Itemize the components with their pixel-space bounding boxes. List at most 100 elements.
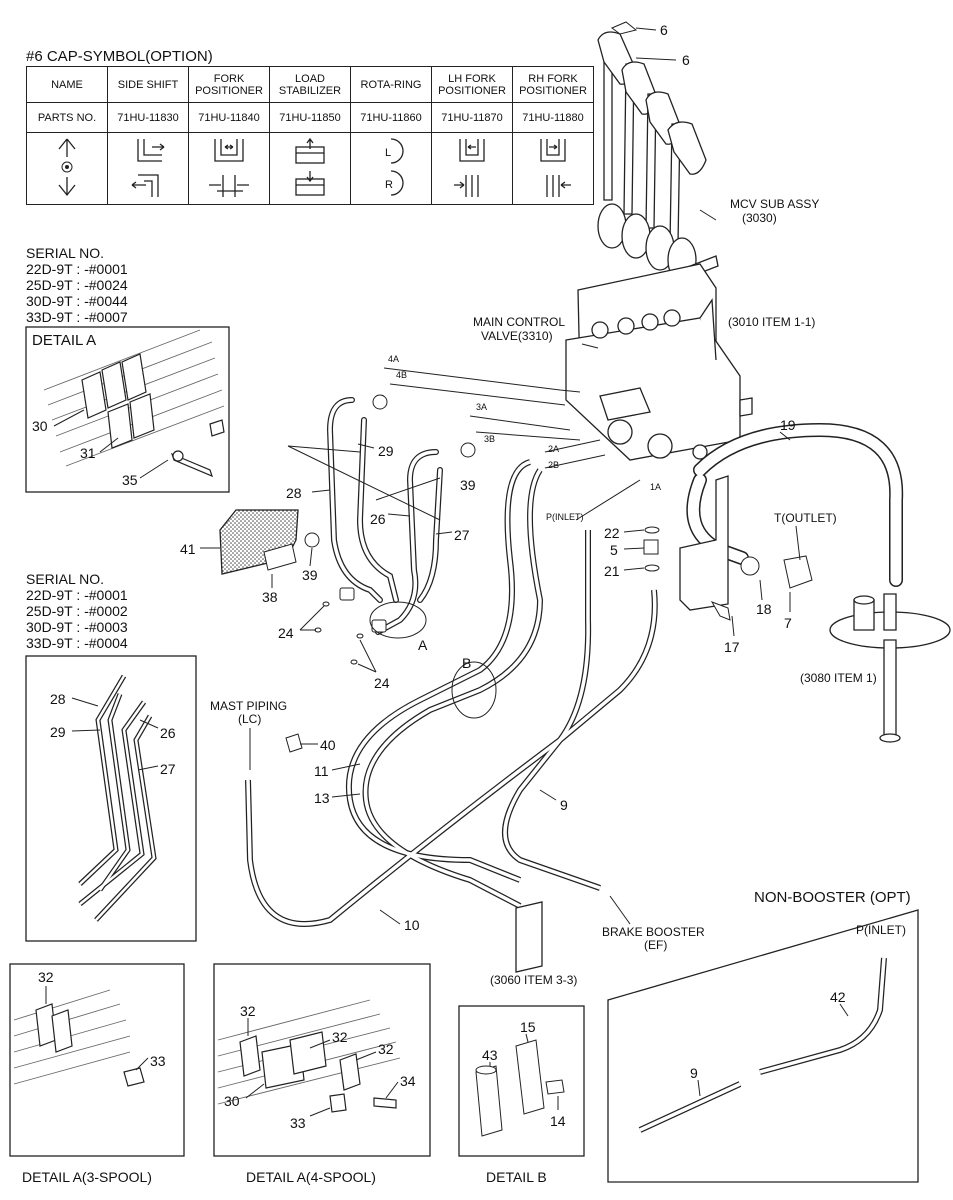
callout-41: 41 <box>180 541 196 557</box>
cap-header-name: NAME <box>26 66 108 103</box>
item-3010-label: (3010 ITEM 1-1) <box>728 315 815 329</box>
detail-a-title: DETAIL A <box>32 332 96 349</box>
callout-26-serial2: 26 <box>160 725 176 741</box>
callout-28-serial2: 28 <box>50 691 66 707</box>
serial-line: 22D-9T : -#0001 <box>26 261 128 277</box>
serial-line: 25D-9T : -#0002 <box>26 603 128 619</box>
mast-piping-label: MAST PIPING <box>210 699 287 713</box>
hose-clamp-18 <box>740 556 760 576</box>
serial-line: 25D-9T : -#0024 <box>26 277 128 293</box>
callout-18: 18 <box>756 601 772 617</box>
cap-part-number: 71HU-11870 <box>431 102 513 133</box>
callout-40: 40 <box>320 737 336 753</box>
mcv-sub-assy-ref: (3030) <box>742 211 777 225</box>
rota-ring-icon: LR <box>385 138 404 196</box>
cap-header-side-shift: SIDE SHIFT <box>107 66 189 103</box>
callout-32-3spool: 32 <box>38 969 54 985</box>
tank-cap-assembly <box>829 593 951 743</box>
callout-32-4spool-a: 32 <box>240 1003 256 1019</box>
detail-a-pipes <box>43 329 225 467</box>
callout-27: 27 <box>454 527 470 543</box>
cap-part-number: 71HU-11850 <box>269 102 351 133</box>
port-2a: 2A <box>548 444 559 454</box>
letter-b: B <box>462 655 471 671</box>
non-booster-title: NON-BOOSTER (OPT) <box>754 889 911 906</box>
detail-b-title: DETAIL B <box>486 1169 547 1185</box>
serial-line: 30D-9T : -#0044 <box>26 293 128 309</box>
cap-part-number: 71HU-11830 <box>107 102 189 133</box>
callout-35: 35 <box>122 472 138 488</box>
bolt-38 <box>263 543 297 571</box>
hydraulic-hoses <box>245 459 658 927</box>
callout-21: 21 <box>604 563 620 579</box>
serial-line: 33D-9T : -#0004 <box>26 635 128 651</box>
callout-33-4spool: 33 <box>290 1115 306 1131</box>
main-control-valve <box>565 263 753 461</box>
o-ring-21-icon <box>644 564 660 572</box>
port-4a: 4A <box>388 354 399 364</box>
cap-header-rota-ring: ROTA-RING <box>350 66 432 103</box>
detail-a-ring-marker <box>369 601 427 639</box>
port-leader-lines <box>383 367 606 469</box>
callout-6-top: 6 <box>660 22 668 38</box>
o-ring-39-icon <box>460 442 476 458</box>
detail-a-3spool-box <box>9 963 185 1157</box>
serial-line: 22D-9T : -#0001 <box>26 587 128 603</box>
port-3b: 3B <box>484 434 495 444</box>
detail-a-4spool-box <box>213 963 431 1157</box>
port-3a: 3A <box>476 402 487 412</box>
callout-30: 30 <box>32 418 48 434</box>
callout-33-3spool: 33 <box>150 1053 166 1069</box>
cap-symbol-cell <box>512 132 594 205</box>
sleeve-43 <box>475 1065 503 1137</box>
callout-13: 13 <box>314 790 330 806</box>
port-2b: 2B <box>548 460 559 470</box>
detail-b-box <box>458 1005 585 1157</box>
callout-32-4spool-b: 32 <box>332 1029 348 1045</box>
o-ring-39-left-icon <box>304 532 320 548</box>
callout-17: 17 <box>724 639 740 655</box>
detail-a-clamps <box>81 353 225 478</box>
cap-symbol-cell <box>26 132 108 205</box>
non-booster-hoses <box>638 957 887 1133</box>
lh-fork-positioner-icon <box>454 139 485 197</box>
detail-a-4spool-clamps <box>239 1031 397 1113</box>
non-booster-box <box>607 909 919 1183</box>
callout-26: 26 <box>370 511 386 527</box>
callout-29: 29 <box>378 443 394 459</box>
mcv-sub-assy-label: MCV SUB ASSY <box>730 197 819 211</box>
p-inlet-label: P(INLET) <box>546 512 584 522</box>
callout-28: 28 <box>286 485 302 501</box>
item-3080-label: (3080 ITEM 1) <box>800 671 877 685</box>
fork-positioner-icon <box>209 139 249 197</box>
callout-9-nonbooster: 9 <box>690 1065 698 1081</box>
mcv-levers <box>597 31 719 283</box>
port-1a: 1A <box>650 482 661 492</box>
callout-19: 19 <box>780 417 796 433</box>
cap-table-parts-row: PARTS NO. 71HU-11830 71HU-11840 71HU-118… <box>26 102 594 133</box>
callout-22: 22 <box>604 525 620 541</box>
elbow-7 <box>783 555 813 589</box>
brake-booster-label: BRAKE BOOSTER <box>602 925 705 939</box>
load-stabilizer-icon <box>295 137 325 196</box>
plug-40 <box>285 733 303 753</box>
detail-b-ring-marker <box>451 661 497 719</box>
callout-24-lower: 24 <box>374 675 390 691</box>
rota-ring-right-label: R <box>385 179 393 191</box>
callout-7: 7 <box>784 615 792 631</box>
callout-27-serial2: 27 <box>160 761 176 777</box>
mounting-bracket <box>679 475 729 611</box>
mast-piping-lc: (LC) <box>238 712 261 726</box>
cap-parts-label: PARTS NO. <box>26 102 108 133</box>
manifold-block-3060 <box>515 901 543 973</box>
cap-6-top-icon <box>611 21 638 35</box>
cap-part-number: 71HU-11880 <box>512 102 594 133</box>
callout-42: 42 <box>830 989 846 1005</box>
callout-15: 15 <box>520 1019 536 1035</box>
